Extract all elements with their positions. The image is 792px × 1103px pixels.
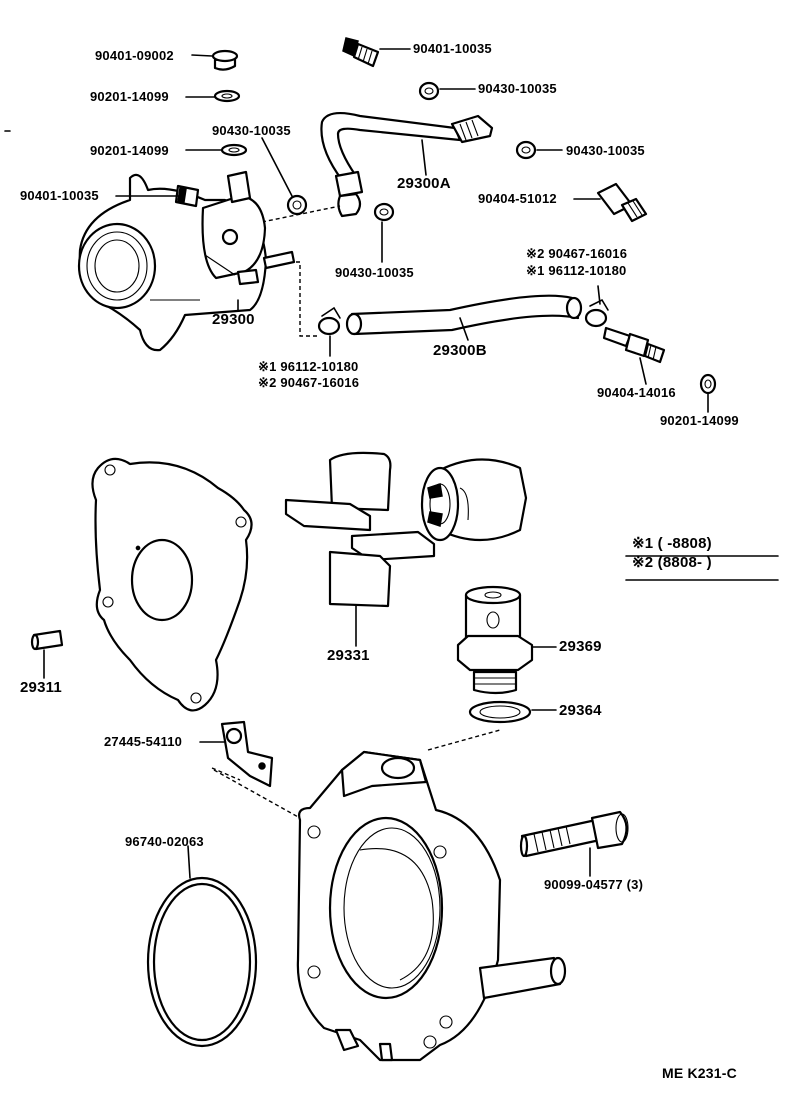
hose-icon — [320, 111, 494, 218]
legend-note-1: ※1 ( -8808) — [632, 535, 712, 552]
diagram-code: ME K231-C — [662, 1065, 737, 1081]
callout-96112-10180-top[interactable]: ※1 96112-10180 — [526, 263, 627, 278]
callout-90201-14099-c[interactable]: 90201-14099 — [660, 413, 739, 428]
callout-29311[interactable]: 29311 — [20, 679, 62, 696]
clip-icon — [317, 306, 341, 336]
callout-90401-10035-top[interactable]: 90401-10035 — [413, 41, 492, 56]
callout-90401-10035-left[interactable]: 90401-10035 — [20, 188, 99, 203]
callout-90430-10035-c[interactable]: 90430-10035 — [566, 143, 645, 158]
union-icon — [602, 326, 666, 364]
vacuum-pump-assembly-icon — [77, 170, 296, 352]
pump-housing-icon — [296, 750, 567, 1062]
callout-29300A[interactable]: 29300A — [397, 175, 451, 192]
clip-icon — [584, 298, 609, 328]
union-icon — [596, 182, 648, 223]
callout-90201-14099-b[interactable]: 90201-14099 — [90, 143, 169, 158]
washer-icon — [213, 89, 241, 103]
plug-icon — [342, 37, 380, 68]
bolt-icon — [519, 810, 629, 858]
callout-90430-10035-a[interactable]: 90430-10035 — [212, 123, 291, 138]
callout-29331[interactable]: 29331 — [327, 647, 370, 664]
callout-96112-10180-bot[interactable]: ※1 96112-10180 — [258, 359, 359, 374]
callout-90404-51012[interactable]: 90404-51012 — [478, 191, 557, 206]
callout-90401-09002[interactable]: 90401-09002 — [95, 48, 174, 63]
pin-icon — [30, 629, 64, 651]
o-ring-icon — [146, 876, 258, 1048]
washer-icon — [699, 373, 717, 395]
washer-icon — [286, 194, 308, 216]
hose-icon — [345, 294, 583, 336]
washer-icon — [373, 202, 395, 222]
callout-90404-14016[interactable]: 90404-14016 — [597, 385, 676, 400]
callout-90099-04577[interactable]: 90099-04577 (3) — [544, 877, 644, 892]
union-bolt-icon — [456, 585, 534, 695]
washer-icon — [418, 81, 440, 101]
rotor-icon — [420, 458, 528, 542]
legend-note-2: ※2 (8808- ) — [632, 554, 712, 571]
callout-27445-54110[interactable]: 27445-54110 — [104, 734, 183, 749]
bracket-icon — [220, 720, 274, 788]
callout-29300B[interactable]: 29300B — [433, 342, 487, 359]
callout-29300[interactable]: 29300 — [212, 311, 255, 328]
plug-icon — [211, 49, 239, 71]
callout-90430-10035-b[interactable]: 90430-10035 — [478, 81, 557, 96]
vane-icon — [284, 451, 436, 608]
washer-icon — [515, 140, 537, 160]
callout-29369[interactable]: 29369 — [559, 638, 602, 655]
callout-29364[interactable]: 29364 — [559, 702, 602, 719]
callout-90430-10035-d[interactable]: 90430-10035 — [335, 265, 414, 280]
callout-90467-16016-bot[interactable]: ※2 90467-16016 — [258, 375, 360, 390]
callout-96740-02063[interactable]: 96740-02063 — [125, 834, 204, 849]
gasket-icon — [91, 457, 253, 712]
callout-90467-16016-top[interactable]: ※2 90467-16016 — [526, 246, 628, 261]
callout-90201-14099-a[interactable]: 90201-14099 — [90, 89, 169, 104]
washer-icon — [468, 700, 532, 724]
washer-icon — [220, 143, 248, 157]
